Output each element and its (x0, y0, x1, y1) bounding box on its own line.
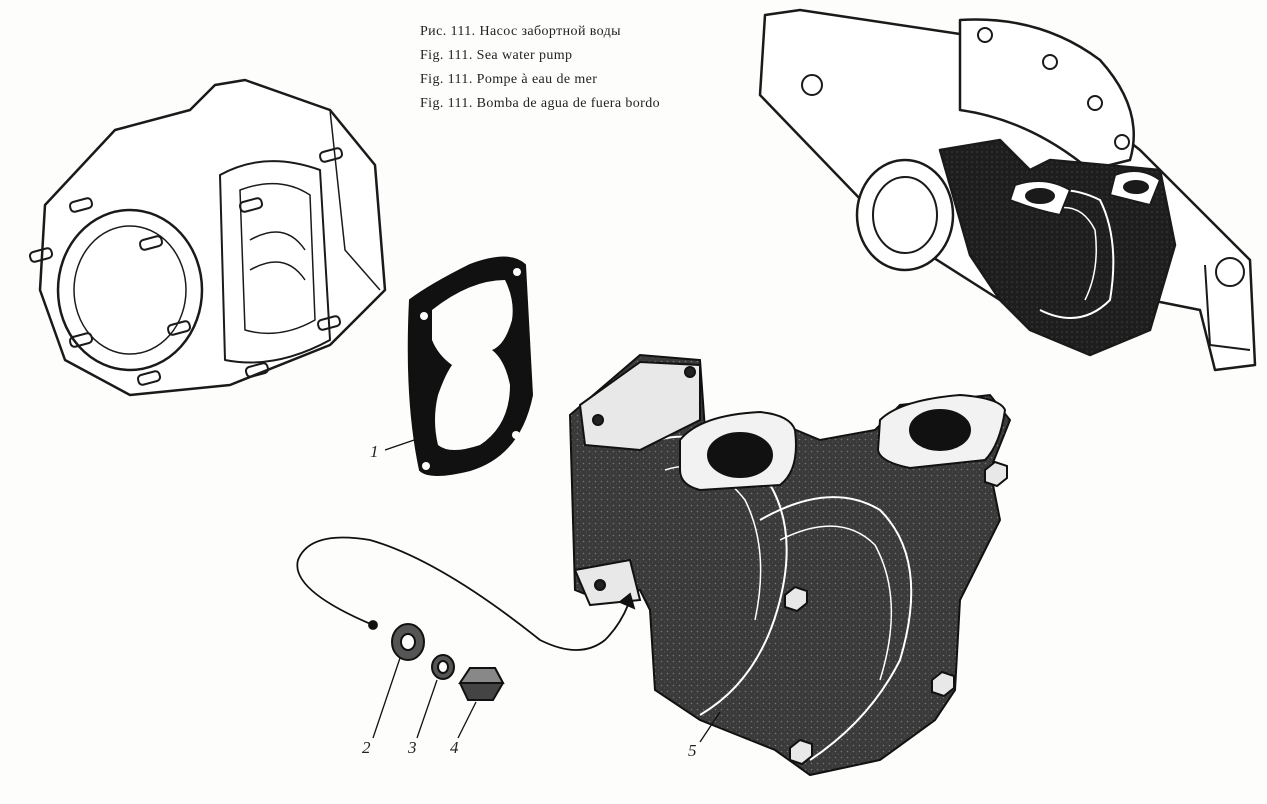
pump-housing-cover (28, 78, 387, 397)
callout-1: 1 (370, 442, 379, 461)
caption-en: Fig. 111. Sea water pump (420, 48, 573, 63)
nut-part-4 (458, 667, 505, 701)
assembly-arrow (296, 536, 636, 651)
caption-fr: Fig. 111. Pompe à eau de mer (420, 72, 598, 87)
callout-3: 3 (408, 738, 417, 757)
gasket-part-1 (407, 256, 534, 476)
caption-es: Fig. 111. Bomba de agua de fuera bordo (420, 96, 661, 111)
callout-5: 5 (688, 741, 697, 760)
figure-caption: Рис. 111. Насос забортной воды Fig. 111.… (420, 20, 660, 116)
pump-body-bolts (784, 460, 1008, 766)
outlet-flanges (1009, 170, 1161, 216)
pump-outlet-flanges (679, 393, 1007, 492)
lock-washer-part-3 (431, 654, 455, 680)
callout-leaders (372, 437, 721, 743)
assembled-pump-on-bracket (758, 8, 1257, 372)
callout-2: 2 (362, 738, 371, 757)
housing-stud-bolts (28, 147, 344, 386)
caption-ru: Рис. 111. Насос забортной воды (420, 24, 621, 39)
washer-part-2 (391, 623, 425, 661)
callout-4: 4 (450, 738, 459, 757)
pump-body-part-5 (568, 353, 1012, 777)
cover-bolts (977, 27, 1130, 150)
